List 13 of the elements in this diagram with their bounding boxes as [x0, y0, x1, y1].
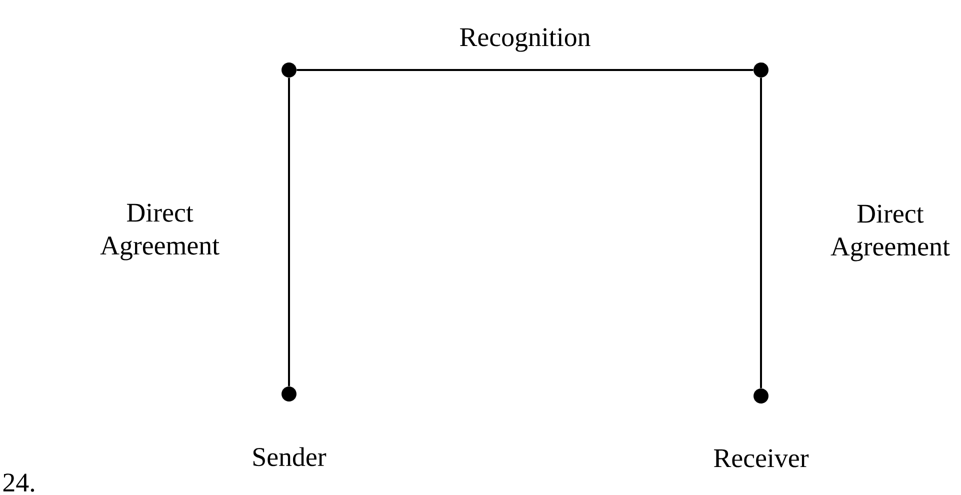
- dot: [282, 62, 296, 78]
- line: [760, 78, 762, 388]
- edge-label: Recognition: [460, 28, 590, 52]
- dot: [754, 388, 768, 404]
- dot: [282, 386, 296, 402]
- line: [288, 78, 290, 386]
- edge-label: Direct Agreement: [830, 204, 950, 262]
- edge-label: Direct Agreement: [100, 204, 220, 260]
- dot: [754, 62, 768, 78]
- line: [296, 69, 754, 71]
- figure-number: 24.: [3, 474, 34, 492]
- node-caption: Sender: [253, 447, 326, 466]
- node-caption: Receiver: [714, 449, 809, 468]
